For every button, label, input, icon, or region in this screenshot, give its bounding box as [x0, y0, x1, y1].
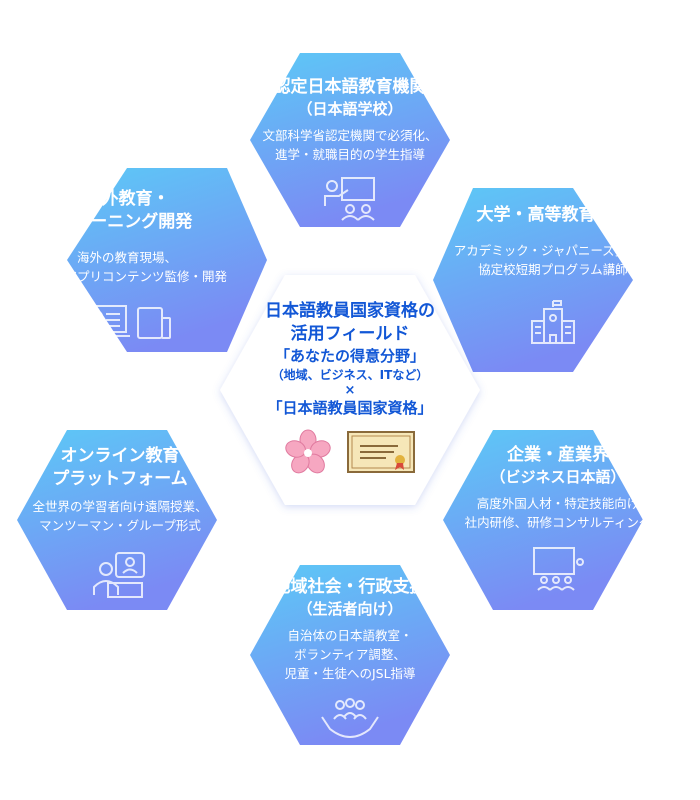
hex-bottom — [250, 565, 450, 745]
field-subtitle: eラーニング開発 — [61, 212, 193, 232]
field-desc: 高度外国人材・特定技能向け社内研修、研修コンサルティング — [464, 496, 652, 530]
center-icons — [240, 429, 460, 475]
hex-upper-right — [433, 188, 633, 372]
field-desc: 自治体の日本語教室・ボランティア調整、児童・生徒へのJSL指導 — [284, 628, 416, 681]
field-title: 大学・高等教育機関 — [476, 205, 630, 225]
center-note: （地域、ビジネス、ITなど） — [271, 368, 429, 382]
field-lower-right: 企業・産業界 （ビジネス日本語） 高度外国人材・特定技能向け社内研修、研修コンサ… — [443, 444, 673, 592]
center-highlight-2: 「日本語教員国家資格」 — [267, 399, 433, 417]
center-times: × — [344, 383, 356, 398]
field-upper-right: 大学・高等教育機関 アカデミック・ジャパニーズ指導、協定校短期プログラム講師 — [438, 204, 668, 345]
field-top: 認定日本語教育機関 （日本語学校） 文部科学省認定機関で必須化、進学・就職目的の… — [235, 76, 465, 222]
sakura-flower-icon — [285, 429, 331, 474]
field-lower-left: オンライン教育 プラットフォーム 全世界の学習者向け遠隔授業、マンツーマン・グル… — [5, 445, 235, 599]
field-title: 地域社会・行政支援 — [273, 577, 427, 597]
field-upper-left: 海外教育・ eラーニング開発 海外の教育現場、教材・アプリコンテンツ監修・開発 — [12, 188, 242, 342]
field-subtitle: （日本語学校） — [297, 100, 403, 118]
online-lesson-icon — [93, 552, 145, 598]
field-desc: 海外の教育現場、教材・アプリコンテンツ監修・開発 — [26, 250, 227, 284]
field-title: 海外教育・ — [84, 189, 170, 209]
field-desc: 文部科学省認定機関で必須化、進学・就職目的の学生指導 — [262, 128, 438, 162]
devices-icon — [82, 305, 171, 339]
field-subtitle: （生活者向け） — [297, 600, 403, 618]
seminar-icon — [533, 547, 584, 591]
center-title-line2: 活用フィールド — [290, 324, 410, 344]
field-title: 企業・産業界 — [507, 445, 609, 465]
hex-lower-left — [17, 430, 217, 610]
field-bottom: 地域社会・行政支援 （生活者向け） 自治体の日本語教室・ボランティア調整、児童・… — [235, 576, 465, 739]
hex-top — [250, 53, 450, 227]
university-building-icon — [531, 300, 575, 344]
field-title: 認定日本語教育機関 — [273, 77, 427, 97]
teacher-board-icon — [324, 177, 375, 221]
field-desc: アカデミック・ジャパニーズ指導、協定校短期プログラム講師 — [453, 243, 653, 277]
field-desc: 全世界の学習者向け遠隔授業、マンツーマン・グループ形式 — [32, 499, 208, 533]
center-highlight-1: 「あなたの得意分野」 — [274, 347, 425, 365]
center-title-line1: 日本語教員国家資格の — [265, 301, 435, 321]
field-subtitle: プラットフォーム — [52, 469, 188, 489]
certificate-icon — [347, 431, 415, 473]
field-title: オンライン教育 — [60, 446, 180, 466]
field-subtitle: （ビジネス日本語） — [490, 468, 626, 486]
center-block: 日本語教員国家資格の 活用フィールド 「あなたの得意分野」 （地域、ビジネス、I… — [240, 300, 460, 475]
hex-lower-right — [443, 430, 643, 610]
community-hands-icon — [321, 698, 379, 739]
